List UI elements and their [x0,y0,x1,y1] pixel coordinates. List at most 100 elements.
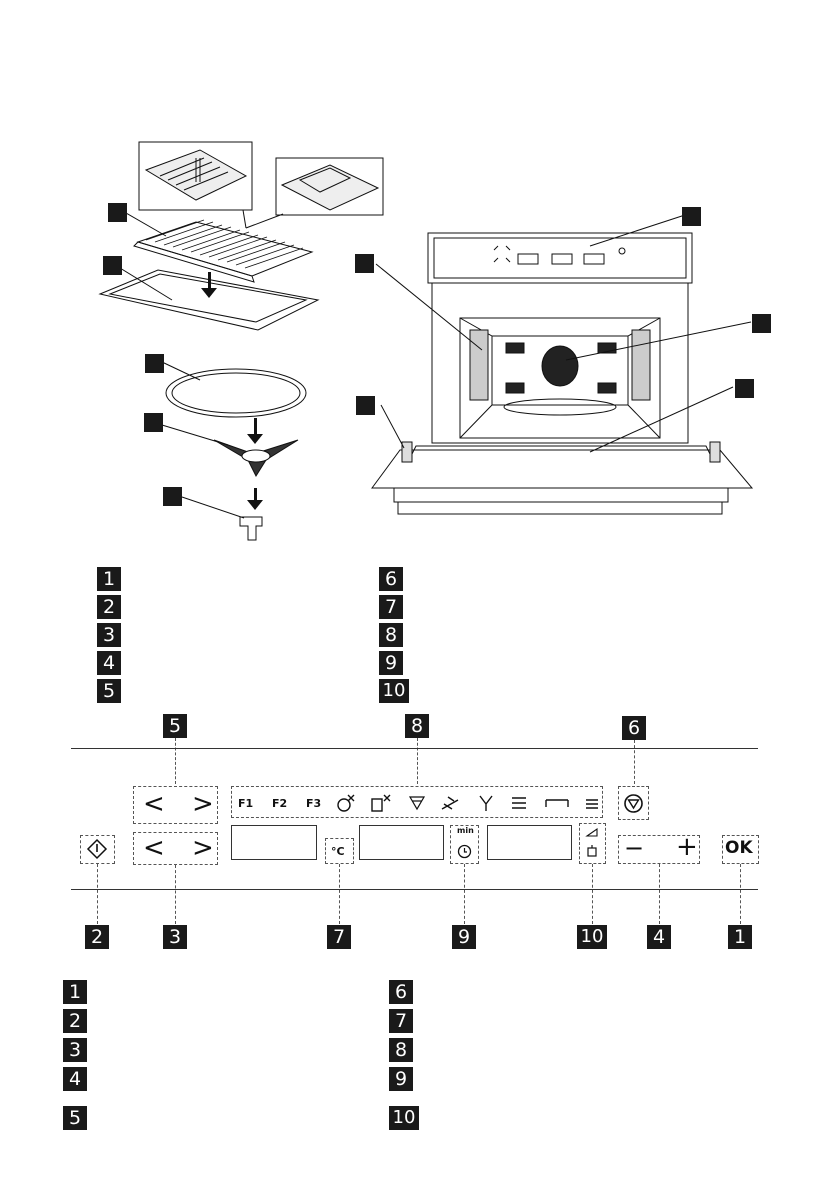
time-display [487,825,572,860]
legend-badge: 7 [379,595,403,619]
combi-icon[interactable] [586,799,598,809]
panel-callout: 1 [728,925,752,949]
temperature-display [359,825,444,860]
down-arrow-icon [247,488,263,510]
panel-callout: 5 [163,714,187,738]
stop-button-frame [618,786,649,820]
function-f2[interactable]: F2 [272,797,288,810]
leader-line [417,738,418,784]
door-open-button[interactable] [584,826,602,862]
leader-line [634,740,635,784]
bottom-arrow-group [133,832,218,865]
panel-callout: 6 [622,716,646,740]
panel-bottom-edge [71,889,758,890]
legend-badge: 9 [389,1067,413,1091]
wire-rack [125,212,314,283]
panel-top-edge [71,748,758,749]
down-arrow-icon [247,418,263,444]
appliance-illustration [98,141,754,541]
door-callout [735,379,754,398]
roller-support [161,424,299,478]
door-open-button-frame [579,823,606,864]
legend-badge: 5 [97,679,121,703]
bottom-heat-icon[interactable] [545,799,569,807]
fan-icon[interactable] [479,795,493,811]
right-arrow-button[interactable]: > [192,789,214,819]
top-heat-icon[interactable] [512,797,526,809]
panel-callout: 10 [577,925,607,949]
panel-callout: 2 [85,925,109,949]
legend-badge: 3 [97,623,121,647]
turntable-coupler [181,496,263,541]
leader-line [592,864,593,924]
control-panel-callout [682,207,701,226]
min-label: min [457,826,474,835]
legend-badge: 1 [63,980,87,1004]
hinge-callout [356,396,375,415]
pan-callout [103,256,122,275]
glass-turntable [161,361,307,418]
oven-drawing [371,213,754,515]
panel-callout: 4 [647,925,671,949]
function-f3[interactable]: F3 [306,797,322,810]
turntable-callout [145,354,164,373]
panel-callout: 8 [405,714,429,738]
legend-badge: 6 [379,567,403,591]
start-button[interactable] [86,838,108,860]
coupler-callout [163,487,182,506]
leader-line [339,864,340,924]
panel-callout: 3 [163,925,187,949]
panel-callout: 7 [327,925,351,949]
leader-line [740,864,741,924]
legend-badge: 5 [63,1106,87,1130]
legend-badge: 6 [389,980,413,1004]
legend-badge: 4 [63,1067,87,1091]
down-arrow-icon [201,272,217,298]
minus-button[interactable]: − [624,834,645,862]
legend-badge: 7 [389,1009,413,1033]
adjust-group [618,835,700,864]
ok-button[interactable]: OK [725,838,753,858]
leader-line [659,864,660,924]
auto-cook-icon[interactable] [371,794,391,812]
legend-badge: 1 [97,567,121,591]
temperature-button[interactable]: °C [331,845,345,858]
baking-pan [98,267,320,331]
clock-button[interactable] [457,844,472,859]
panel-callout: 9 [452,925,476,949]
legend-badge: 2 [97,595,121,619]
legend-badge: 2 [63,1009,87,1033]
ok-button-frame [722,835,759,864]
legend-badge: 8 [379,623,403,647]
rack-callout [108,203,127,222]
leader-line [175,865,176,924]
function-icons [337,794,598,812]
clock-button-frame [450,825,479,864]
leader-line [464,864,465,924]
power-display [231,825,317,860]
start-button-frame [80,835,115,864]
temp-button-frame [325,838,354,864]
function-strip [231,786,603,818]
shelf-support-callout [355,254,374,273]
function-f1[interactable]: F1 [238,797,254,810]
left-arrow-button[interactable]: < [143,833,165,863]
grill-icon[interactable] [408,796,426,811]
pan-detail-inset [275,157,384,216]
leader-line [97,864,98,924]
legend-badge: 8 [389,1038,413,1062]
rack-detail-inset [138,141,253,211]
defrost-icon[interactable] [337,794,355,812]
fan-callout [752,314,771,333]
crisp-icon[interactable] [441,796,459,810]
left-arrow-button[interactable]: < [143,789,165,819]
stop-button[interactable] [623,793,644,814]
roller-callout [144,413,163,432]
legend-badge: 10 [379,679,409,703]
right-arrow-button[interactable]: > [192,833,214,863]
legend-badge: 4 [97,651,121,675]
plus-button[interactable]: + [676,832,698,862]
top-arrow-group [133,786,218,824]
legend-badge: 3 [63,1038,87,1062]
legend-badge: 9 [379,651,403,675]
